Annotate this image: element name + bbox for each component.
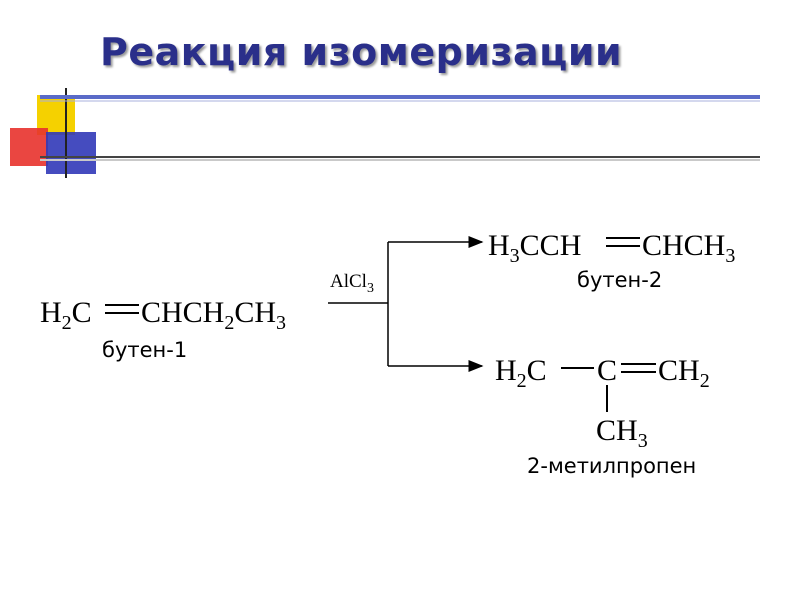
slide-title: Реакция изомеризации	[100, 30, 623, 74]
product1-name: бутен-2	[577, 268, 662, 292]
product2-formula-right: CH2	[658, 354, 710, 392]
product2-branch-group: CH3	[596, 414, 648, 452]
reactant-formula-left: H2C	[40, 296, 92, 334]
product1-formula-left: H3CCH	[488, 229, 581, 267]
catalyst-label: AlCl3	[330, 271, 374, 296]
product1-formula-right: CHCH3	[642, 229, 735, 267]
product2-formula-left: H2C	[495, 354, 547, 392]
decor-blue-square	[46, 132, 96, 174]
reactant-name: бутен-1	[102, 338, 187, 362]
product2-central-carbon: C	[597, 354, 617, 387]
product2-name: 2-метилпропен	[527, 454, 696, 478]
reactant-formula-right: CHCH2CH3	[141, 296, 286, 334]
